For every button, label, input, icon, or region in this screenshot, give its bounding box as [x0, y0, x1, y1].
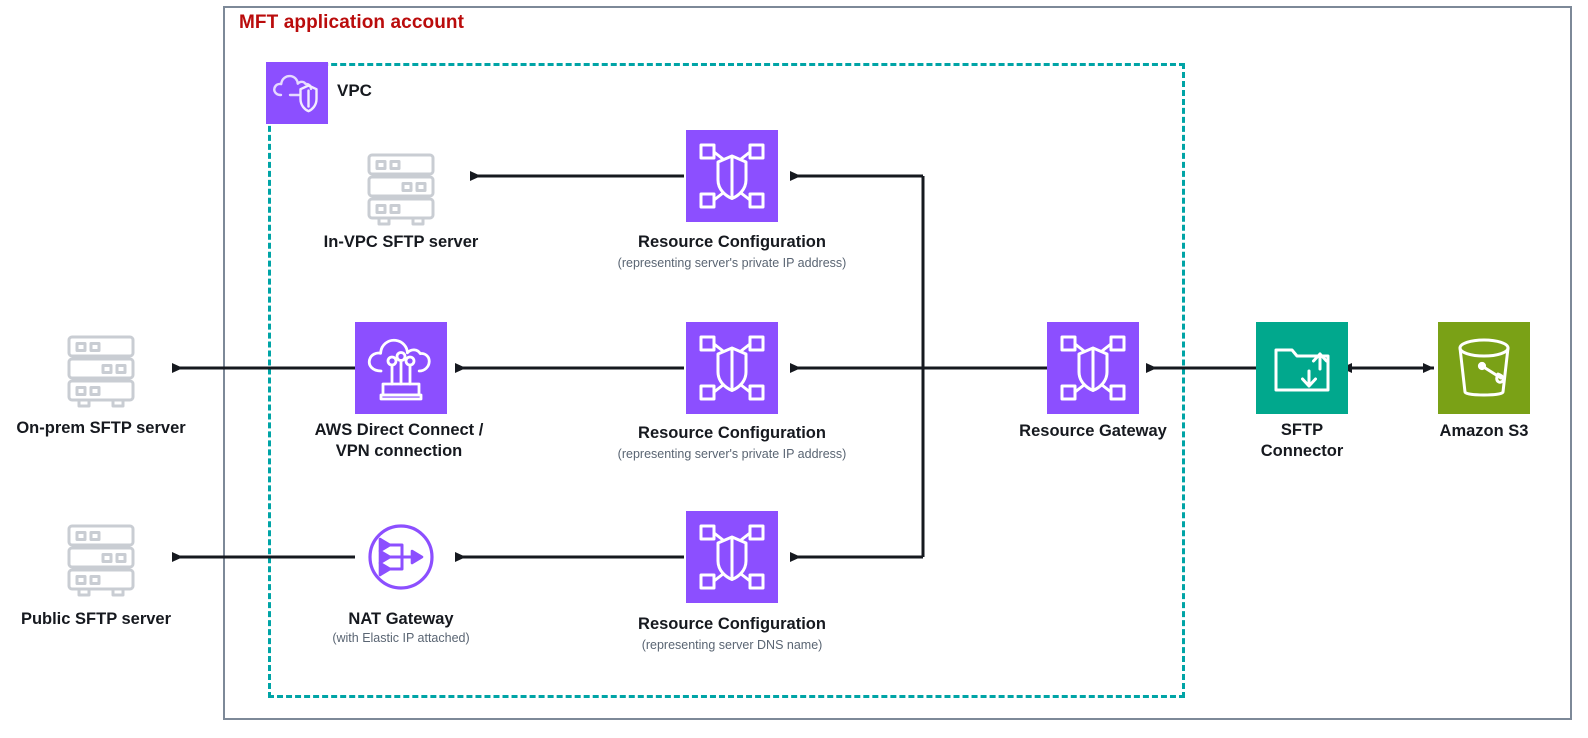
label-nat-gateway: NAT Gateway — [348, 610, 454, 628]
node-amazon-s3 — [1438, 322, 1530, 414]
node-resource-configuration-top — [686, 130, 778, 222]
account-boundary — [223, 6, 1572, 720]
label-line-2: VPN connection — [335, 442, 463, 461]
vpc-icon — [266, 62, 328, 124]
sublabel-resource-configuration-middle: (representing server's private IP addres… — [617, 447, 847, 461]
sftp-connector-icon — [1256, 322, 1348, 414]
node-resource-configuration-bottom — [686, 511, 778, 603]
vpc-boundary — [268, 63, 1185, 698]
nat-gateway-icon — [368, 524, 434, 590]
sublabel-resource-configuration-bottom: (representing server DNS name) — [641, 638, 823, 652]
label-resource-configuration-middle: Resource Configuration — [638, 424, 826, 442]
account-title: MFT application account — [239, 12, 465, 33]
resource-configuration-icon — [686, 511, 778, 603]
label-line-1: SFTP — [1280, 421, 1324, 439]
label-resource-gateway: Resource Gateway — [1019, 422, 1167, 440]
label-resource-configuration-bottom: Resource Configuration — [638, 615, 826, 633]
node-resource-configuration-middle — [686, 322, 778, 414]
node-sftp-connector — [1256, 322, 1348, 414]
label-amazon-s3: Amazon S3 — [1439, 422, 1529, 440]
node-on-prem-sftp-server — [55, 322, 147, 414]
server-stack-icon — [67, 524, 135, 597]
node-aws-direct-connect — [355, 322, 447, 414]
label-line-1: AWS Direct Connect / — [314, 421, 484, 439]
amazon-s3-bucket-icon — [1438, 322, 1530, 414]
server-stack-icon — [67, 335, 135, 408]
label-in-vpc-sftp-server: In-VPC SFTP server — [323, 233, 479, 251]
label-public-sftp-server: Public SFTP server — [20, 610, 172, 628]
resource-configuration-icon — [686, 322, 778, 414]
server-stack-icon — [367, 153, 435, 226]
sublabel-resource-configuration-top: (representing server's private IP addres… — [617, 256, 847, 270]
label-on-prem-sftp-server: On-prem SFTP server — [16, 419, 186, 437]
direct-connect-icon — [355, 322, 447, 414]
sublabel-nat-gateway: (with Elastic IP attached) — [332, 631, 470, 645]
node-public-sftp-server — [55, 511, 147, 603]
vpc-label: VPC — [337, 81, 372, 100]
label-sftp-connector: SFTP Connector — [1232, 420, 1372, 462]
resource-gateway-icon — [1047, 322, 1139, 414]
node-resource-gateway — [1047, 322, 1139, 414]
label-line-2: Connector — [1260, 442, 1344, 461]
node-nat-gateway — [355, 511, 447, 603]
node-in-vpc-sftp-server — [355, 140, 447, 232]
resource-configuration-icon — [686, 130, 778, 222]
label-aws-direct-connect: AWS Direct Connect / VPN connection — [276, 420, 522, 462]
label-resource-configuration-top: Resource Configuration — [638, 233, 826, 251]
